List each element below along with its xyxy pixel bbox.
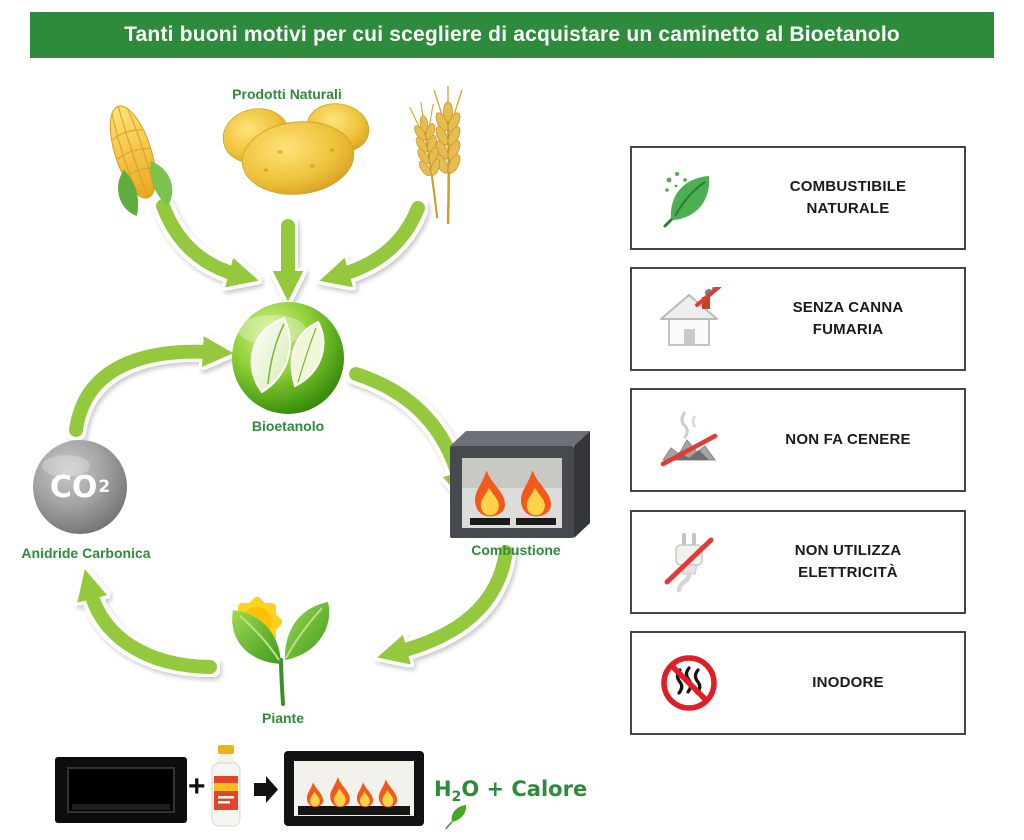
bioethanol-label: Bioetanolo [251,418,325,434]
leaf-icon [646,166,732,230]
no-electricity-icon [646,530,732,594]
benefit-label: SENZA CANNA FUMARIA [792,298,904,339]
bioethanol-leaf-icon [232,302,344,414]
no-ash-icon [646,408,732,472]
combustion-label: Combustione [471,542,561,558]
small-leaf-icon [445,805,467,830]
no-chimney-icon [646,287,732,351]
h2o-rest: O + Calore [461,777,588,801]
h2o-sub: 2 [451,789,462,806]
benefit-label: NON UTILIZZA ELETTRICITÀ [794,541,902,582]
odorless-icon [646,651,732,715]
benefit-box-senza-canna-fumaria: SENZA CANNA FUMARIA [630,267,966,371]
title-banner: Tanti buoni motivi per cui scegliere di … [30,12,994,58]
h2o-h: H [434,777,452,801]
arrow-wheat-to-bioethanol [319,201,425,288]
fireplace-icon [450,431,590,538]
h2o-calore-label: H2O + Calore [434,777,587,805]
co2-label: Anidride Carbonica [21,545,151,561]
plants-label: Piante [261,710,304,726]
sun-icon [231,596,283,648]
arrow-right-icon [254,776,278,803]
wheat-icon [407,84,464,226]
benefit-box-non-fa-cenere: NON FA CENERE [630,388,966,492]
cycle-arrows [69,199,513,674]
benefit-label: INODORE [812,673,884,691]
fireplace-unlit-icon [55,757,187,823]
bottle-icon [211,745,241,827]
plant-icon [232,602,330,706]
potatoes-icon [222,103,370,195]
products-label: Prodotti Naturali [232,86,342,102]
benefit-label: COMBUSTIBILE NATURALE [789,177,907,218]
arrow-bioethanol-to-combustion [349,367,473,503]
fireplace-lit-icon [284,751,424,826]
benefit-box-inodore: INODORE [630,631,966,735]
co2-superscript: 2 [98,477,111,497]
arrow-co2-to-bioethanol [69,336,234,437]
benefit-box-combustibile-naturale: COMBUSTIBILE NATURALE [630,146,966,250]
corn-icon [109,105,173,216]
arrow-plants-to-co2 [77,569,217,674]
arrow-combustion-to-plants [377,545,513,665]
benefit-box-non-utilizza-elettricita: NON UTILIZZA ELETTRICITÀ [630,510,966,614]
page-title: Tanti buoni motivi per cui scegliere di … [124,23,900,46]
plus-sign: + [188,770,206,803]
co2-base: CO [49,469,98,505]
arrow-corn-to-bioethanol [156,199,259,288]
benefit-label: NON FA CENERE [785,430,911,448]
